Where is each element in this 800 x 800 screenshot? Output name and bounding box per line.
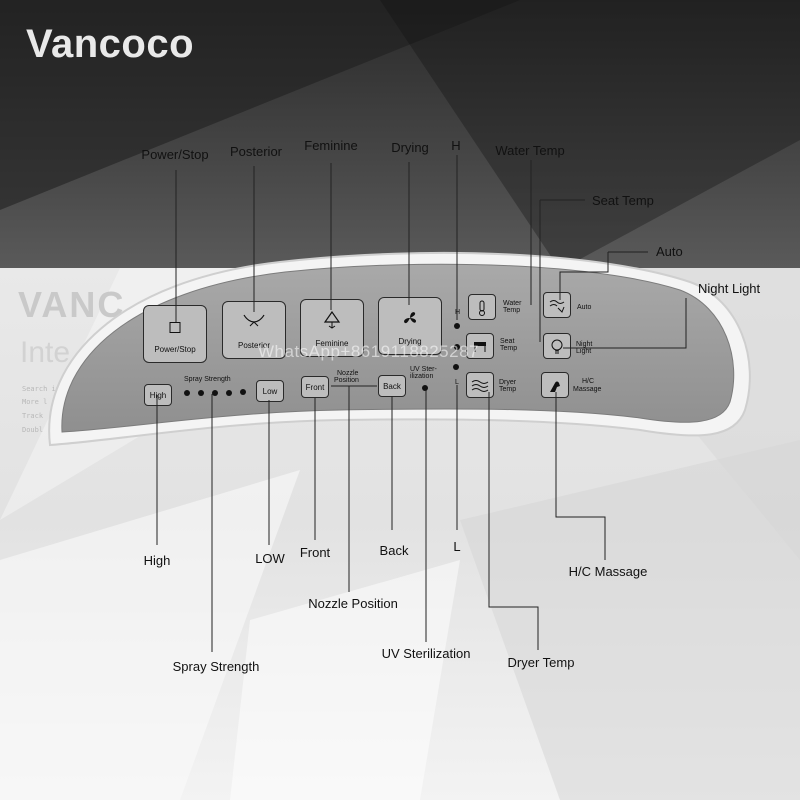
level-dot xyxy=(454,323,460,329)
callout-back: Back xyxy=(379,543,409,558)
seat-temp-caption: Seat xyxy=(500,338,515,345)
dryer-temp-caption: Temp xyxy=(499,386,517,393)
drying-button[interactable]: Drying xyxy=(378,297,442,355)
leader-night-light xyxy=(563,298,687,349)
callout-dryer-temp: Dryer Temp xyxy=(507,655,575,670)
nozzle-caption: Position xyxy=(334,377,359,384)
spray-level-dot xyxy=(198,390,204,396)
bulb-icon xyxy=(551,339,563,354)
water-temp-caption: Temp xyxy=(503,307,521,314)
background-line: More l xyxy=(22,398,48,406)
hc-massage-caption: H/C xyxy=(582,378,595,385)
night-light-caption: Light xyxy=(576,348,592,355)
button-caption: Posterior xyxy=(237,341,270,350)
nozzle-caption: Nozzle xyxy=(337,370,359,377)
leader-seat-temp xyxy=(539,199,585,342)
power-stop-button[interactable]: Power/Stop xyxy=(143,305,207,363)
button-caption: Feminine xyxy=(315,339,349,348)
brand-logo: Vancoco xyxy=(26,22,195,66)
hc-massage-button[interactable] xyxy=(541,372,569,398)
leader-auto xyxy=(559,251,648,300)
leader-nozzle-position xyxy=(331,385,377,592)
night-light-caption: Night xyxy=(576,341,593,348)
uv-caption: UV Ster- xyxy=(410,366,437,373)
fan-icon xyxy=(404,312,416,324)
callout-nozzle-position: Nozzle Position xyxy=(308,596,398,611)
auto-caption: Auto xyxy=(577,304,592,311)
seat-icon xyxy=(474,342,486,352)
posterior-wash-icon xyxy=(243,314,265,327)
spray-level-dot xyxy=(212,390,218,396)
callout-hc-massage: H/C Massage xyxy=(568,564,648,579)
massage-icon xyxy=(550,381,560,392)
spray-level-dot xyxy=(184,390,190,396)
uv-caption: ilization xyxy=(410,373,434,380)
high-button[interactable]: High xyxy=(144,384,172,406)
callout-posterior: Posterior xyxy=(229,144,283,159)
callout-auto: Auto xyxy=(656,244,683,259)
auto-icon xyxy=(549,300,565,313)
water-temp-caption: Water xyxy=(503,300,522,307)
callout-water-temp: Water Temp xyxy=(495,143,565,158)
auto-button[interactable] xyxy=(543,292,571,318)
callout-high: High xyxy=(143,553,171,568)
background-subheading: Inte xyxy=(20,336,71,369)
callout-power-stop: Power/Stop xyxy=(141,147,209,162)
callout-feminine: Feminine xyxy=(304,138,358,153)
button-caption: Power/Stop xyxy=(154,345,196,354)
leader-hc-massage xyxy=(555,392,606,560)
level-low-marker: L xyxy=(455,379,459,386)
callout-h: H xyxy=(451,138,461,153)
level-high-marker: H xyxy=(455,309,461,316)
callout-spray-strength: Spray Strength xyxy=(172,659,260,674)
background-line: Search in xyxy=(22,385,60,393)
feminine-wash-icon xyxy=(323,310,341,329)
seat-temp-button[interactable] xyxy=(466,333,494,359)
uv-indicator-dot xyxy=(422,385,428,391)
leader-dryer-temp xyxy=(488,392,539,650)
callout-drying: Drying xyxy=(391,140,429,155)
callout-front: Front xyxy=(299,545,331,560)
background-line: Track xyxy=(22,412,44,420)
night-light-button[interactable] xyxy=(543,333,571,359)
level-dot xyxy=(453,364,459,370)
spray-level-dot xyxy=(226,390,232,396)
spray-strength-caption: Spray Strength xyxy=(184,376,231,383)
background-line: Doubl xyxy=(22,426,44,434)
background-heading: VANC xyxy=(18,284,126,325)
front-button[interactable]: Front xyxy=(301,376,329,398)
hc-massage-caption: Massage xyxy=(573,386,602,393)
power-square-icon xyxy=(169,322,181,333)
dryer-temp-caption: Dryer xyxy=(499,379,517,386)
callout-night-light: Night Light xyxy=(698,281,761,296)
callout-seat-temp: Seat Temp xyxy=(592,193,654,208)
callout-uv-sterilization: UV Sterilization xyxy=(381,646,471,661)
feminine-button[interactable]: Feminine xyxy=(300,299,364,357)
callout-low: LOW xyxy=(255,551,285,566)
waves-icon xyxy=(471,380,489,392)
seat-temp-caption: Temp xyxy=(500,345,518,352)
spray-level-dot xyxy=(240,389,246,395)
button-caption: Drying xyxy=(398,337,422,346)
callout-l: L xyxy=(453,539,461,554)
watermark: WhatsApp+8619118825287 xyxy=(258,342,480,361)
level-dot xyxy=(454,344,460,350)
water-temp-button[interactable] xyxy=(468,294,496,320)
low-button[interactable]: Low xyxy=(256,380,284,402)
thermometer-icon xyxy=(479,300,485,316)
